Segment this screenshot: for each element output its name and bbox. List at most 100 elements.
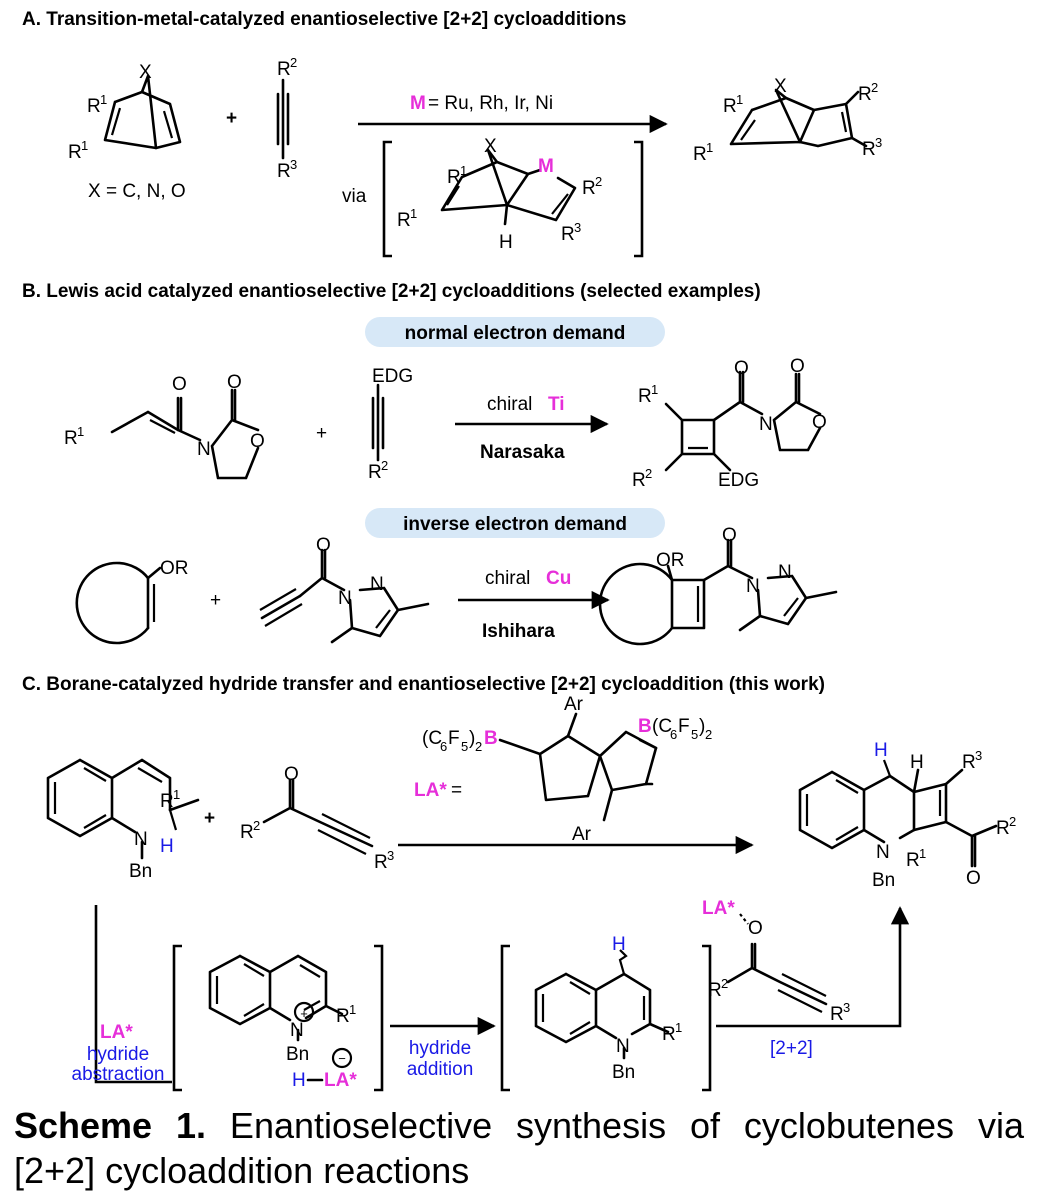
alkyne-structure: R 2 R 3 [276, 55, 297, 182]
svg-text:2: 2 [475, 739, 482, 754]
norbornadiene-structure: X R 1 R 1 X = C, N, O [68, 62, 186, 202]
n-label: N [876, 842, 890, 863]
o-label: O [748, 918, 763, 939]
svg-text:3: 3 [843, 1000, 850, 1015]
n-label: N [746, 576, 760, 597]
r2-label: R [582, 178, 596, 199]
svg-text:6: 6 [670, 727, 677, 742]
caption-line2: [2+2] cycloaddition reactions [14, 1150, 470, 1191]
o-label: O [227, 372, 242, 393]
cycloaddition-arrow [716, 906, 910, 1028]
r2-label: R [240, 822, 254, 843]
svg-text:1: 1 [100, 92, 107, 107]
edg-label: EDG [372, 366, 413, 387]
cyclobutene-product-a: X R 1 R 1 R 2 R 3 [693, 76, 882, 165]
pill-normal-demand [365, 317, 665, 347]
pill-inverse-demand [365, 508, 665, 538]
svg-text:2: 2 [645, 466, 652, 481]
o-label: O [250, 431, 265, 452]
svg-text:abstraction: abstraction [72, 1064, 165, 1085]
h-hydride-label: H [612, 934, 626, 955]
o-label: O [284, 764, 299, 785]
svg-text:−: − [338, 1051, 346, 1066]
ynone-structure: O R 2 R 3 [240, 764, 394, 873]
path-down [94, 905, 172, 1084]
boron-atom: B [484, 728, 498, 749]
svg-text:3: 3 [975, 748, 982, 763]
hydride-abstraction-label: hydride [87, 1044, 149, 1065]
plus-sign: + [204, 808, 215, 829]
plus-sign: + [210, 590, 221, 611]
reaction-scheme: A. Transition-metal-catalyzed enantiosel… [22, 9, 1016, 1092]
bracket-left [382, 140, 392, 258]
section-b-heading: B. Lewis acid catalyzed enantioselective… [22, 281, 761, 302]
ar-label: Ar [572, 824, 592, 845]
caption-line1: Enantioselective synthesis of cyclobuten… [206, 1105, 1024, 1146]
la-star-bound: LA* [702, 898, 735, 919]
r2-label: R [277, 59, 291, 80]
ti-catalyst: Ti [548, 394, 565, 415]
n-label: N [290, 1020, 304, 1041]
r1-label: R [723, 96, 737, 117]
cu-catalyst: Cu [546, 568, 571, 589]
r2-label: R [996, 818, 1010, 839]
boron-atom: B [638, 716, 652, 737]
svg-text:1: 1 [410, 206, 417, 221]
r3-label: R [277, 161, 291, 182]
bracket-right [702, 944, 712, 1092]
h-label: H [910, 752, 924, 773]
ynone-pyrazole-structure: O N N [259, 535, 430, 644]
or-label: OR [160, 558, 189, 579]
svg-text:): ) [469, 728, 475, 749]
o-label: O [734, 358, 749, 379]
o-label: O [966, 868, 981, 889]
h-hydride-label: H [874, 740, 888, 761]
caption-bold: Scheme 1. [14, 1105, 207, 1146]
svg-text:1: 1 [77, 424, 84, 439]
dihydroquinoline-structure: N Bn H R 1 [46, 758, 200, 882]
la-star-label: LA* [414, 780, 447, 801]
svg-text:2: 2 [705, 727, 712, 742]
svg-text:=: = [451, 780, 462, 801]
c6f5-group: (C [422, 728, 442, 749]
svg-text:F: F [448, 728, 460, 749]
svg-text:1: 1 [81, 138, 88, 153]
svg-text:2: 2 [290, 55, 297, 70]
cyclobutene-product-b2: OR O N N [598, 525, 838, 646]
svg-text:2: 2 [595, 174, 602, 189]
bracket-left [500, 944, 510, 1092]
n-label: N [197, 439, 211, 460]
svg-text:F: F [678, 716, 690, 737]
dihydroquinoline-intermediate: H N Bn R 1 [534, 934, 682, 1083]
x-bridge-label: X [484, 136, 497, 157]
o-label: O [812, 412, 827, 433]
bn-label: Bn [612, 1062, 635, 1083]
fused-cyclobutene-product: H H R 3 R 2 O N Bn R 1 [798, 740, 1016, 891]
svg-text:1: 1 [706, 140, 713, 155]
activated-ynone: LA* O R 2 R 3 [702, 898, 850, 1025]
r1-label: R [447, 167, 461, 188]
ar-label: Ar [564, 694, 584, 715]
svg-text:5: 5 [461, 739, 468, 754]
svg-text:3: 3 [387, 848, 394, 863]
cyclobutene-product-b1: O O N O R 1 R 2 EDG [632, 356, 827, 491]
svg-text:): ) [699, 716, 705, 737]
r2-label: R [858, 84, 872, 105]
normal-demand-label: normal electron demand [405, 323, 626, 344]
section-a-heading: A. Transition-metal-catalyzed enantiosel… [22, 9, 627, 30]
svg-text:addition: addition [407, 1059, 474, 1080]
plus-sign: + [316, 423, 327, 444]
r1-label: R [906, 850, 920, 871]
h-label: H [499, 232, 513, 253]
bn-label: Bn [129, 861, 152, 882]
r1-label: R [68, 142, 82, 163]
bn-label: Bn [286, 1044, 309, 1065]
svg-text:3: 3 [875, 135, 882, 150]
svg-text:5: 5 [691, 727, 698, 742]
svg-text:2: 2 [1009, 814, 1016, 829]
metal-list: = Ru, Rh, Ir, Ni [428, 93, 553, 114]
x-definition: X = C, N, O [88, 181, 186, 202]
via-label: via [342, 186, 367, 207]
bn-label: Bn [872, 870, 895, 891]
metal-center: M [538, 156, 554, 177]
